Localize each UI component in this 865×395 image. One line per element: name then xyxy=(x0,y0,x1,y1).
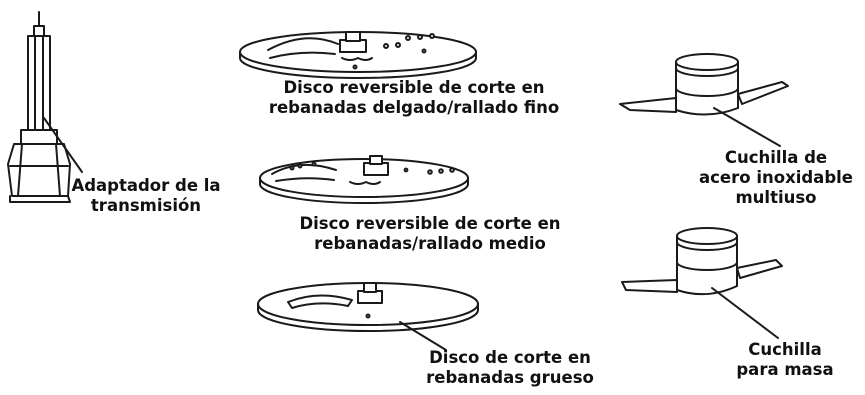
thin-disc-label-line-1: Disco reversible de corte en xyxy=(283,78,545,97)
thick-disc-label-line-2: rebanadas grueso xyxy=(426,368,594,387)
thin-slicing-disc-icon xyxy=(239,31,477,79)
multipurpose-blade-label-line-1: Cuchilla de xyxy=(724,148,828,167)
thin-disc-label: Disco reversible de corte en rebanadas d… xyxy=(244,78,584,118)
multipurpose-blade-label-line-2: acero inoxidable xyxy=(699,168,853,187)
thick-disc-label: Disco de corte en rebanadas grueso xyxy=(420,348,600,388)
medium-slicing-disc-icon xyxy=(259,155,469,204)
dough-blade-label-line-2: para masa xyxy=(736,360,834,379)
medium-disc-label-line-2: rebanadas/rallado medio xyxy=(314,234,546,253)
thick-slicing-disc-icon xyxy=(257,282,479,351)
dough-blade-label: Cuchilla para masa xyxy=(730,340,840,380)
drive-adapter-label-line-2: transmisión xyxy=(90,196,202,215)
dough-blade-icon xyxy=(621,227,783,339)
multipurpose-blade-icon xyxy=(619,53,789,147)
dough-blade-label-line-1: Cuchilla xyxy=(748,340,822,359)
multipurpose-blade-label: Cuchilla de acero inoxidable multiuso xyxy=(686,148,865,208)
drive-adapter-label: Adaptador de la transmisión xyxy=(62,176,230,216)
medium-disc-label: Disco reversible de corte en rebanadas/r… xyxy=(280,214,580,254)
thin-disc-label-line-2: rebanadas delgado/rallado fino xyxy=(268,98,560,117)
drive-adapter-label-line-1: Adaptador de la xyxy=(71,176,221,195)
drive-adapter-icon xyxy=(7,11,83,203)
multipurpose-blade-label-line-3: multiuso xyxy=(735,188,817,207)
thick-disc-label-line-1: Disco de corte en xyxy=(429,348,591,367)
medium-disc-label-line-1: Disco reversible de corte en xyxy=(299,214,561,233)
